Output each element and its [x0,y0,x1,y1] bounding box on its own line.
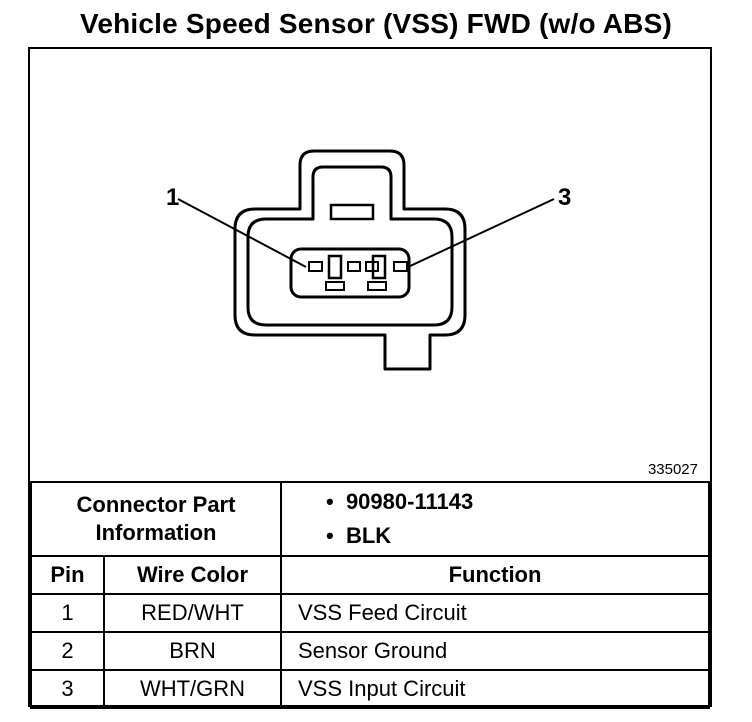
pin-1-leader [177,198,307,268]
header-pin: Pin [30,555,105,595]
pin-cavity [289,247,411,299]
connector-info-values: • 90980-11143 • BLK [280,481,710,557]
wire-color-cell: BRN [103,631,282,671]
pin-1-blade [327,254,343,280]
pin-3-leader [407,198,555,268]
pin-2-terminal-left [347,261,361,272]
connector-diagram: 1 3 [166,149,571,371]
pin-3-label: 3 [558,184,571,211]
connector-outer-shell [233,149,467,371]
figure-id: 335027 [647,461,698,478]
table-header-row: Pin Wire Color Function [30,555,710,595]
connector-info-item: • 90980-11143 [326,489,474,514]
connector-color: BLK [345,523,392,548]
pinout-table: Connector Part Information • 90980-11143… [30,481,710,709]
header-function: Function [280,555,710,595]
pin-cell: 3 [30,669,105,709]
connector-info-label-line2: Information [95,520,217,545]
function-cell: VSS Feed Circuit [280,593,710,633]
pin-3-blade [371,254,387,280]
pin-1-label: 1 [166,184,179,211]
pin-cell: 2 [30,631,105,671]
table-row: 1 RED/WHT VSS Feed Circuit [30,593,710,633]
pin-lower-right [367,281,387,291]
part-number: 90980-11143 [345,489,474,514]
connector-info-label-line1: Connector Part [76,492,236,517]
table-row: 3 WHT/GRN VSS Input Circuit [30,669,710,709]
latch-tab [329,203,375,221]
wire-color-cell: RED/WHT [103,593,282,633]
page-title: Vehicle Speed Sensor (VSS) FWD (w/o ABS) [80,8,672,39]
table-row: 2 BRN Sensor Ground [30,631,710,671]
pin-lower-left [325,281,345,291]
connector-inner-shell [246,165,454,327]
wire-color-cell: WHT/GRN [103,669,282,709]
connector-info-row: Connector Part Information • 90980-11143… [30,481,710,557]
pin-3-terminal [393,261,408,272]
connector-info-item: • BLK [326,523,392,548]
connector-info-label: Connector Part Information [30,481,282,557]
function-cell: Sensor Ground [280,631,710,671]
header-wire-color: Wire Color [103,555,282,595]
function-cell: VSS Input Circuit [280,669,710,709]
diagram-frame: 1 3 335027 Connector Part Information • … [28,47,712,709]
pin-1-terminal [308,261,323,272]
pin-cell: 1 [30,593,105,633]
